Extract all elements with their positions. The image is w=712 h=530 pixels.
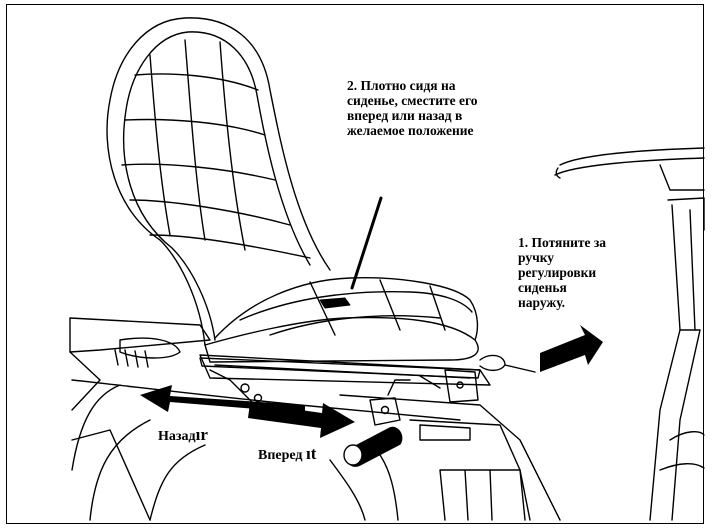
- step1-instruction: 1. Потяните за ручку регулировки сиденья…: [518, 235, 607, 310]
- backward-label-residue: ır: [195, 425, 208, 444]
- backward-label-text: Назад: [158, 429, 196, 444]
- forward-label-text: Вперед: [258, 448, 303, 463]
- forward-label-residue: ıt: [306, 444, 317, 463]
- step2-instruction: 2. Плотно сидя на сиденье, сместите его …: [347, 78, 478, 138]
- seat: [106, 17, 481, 389]
- forward-arrow: [248, 403, 355, 438]
- pull-out-arrow: [540, 325, 603, 372]
- step2-leader-line: [350, 196, 383, 290]
- backward-label: Назадır: [158, 425, 208, 445]
- forward-label: Вперед ıt: [258, 444, 316, 464]
- handlebar-assembly: [554, 147, 705, 521]
- figure-frame: [6, 4, 704, 524]
